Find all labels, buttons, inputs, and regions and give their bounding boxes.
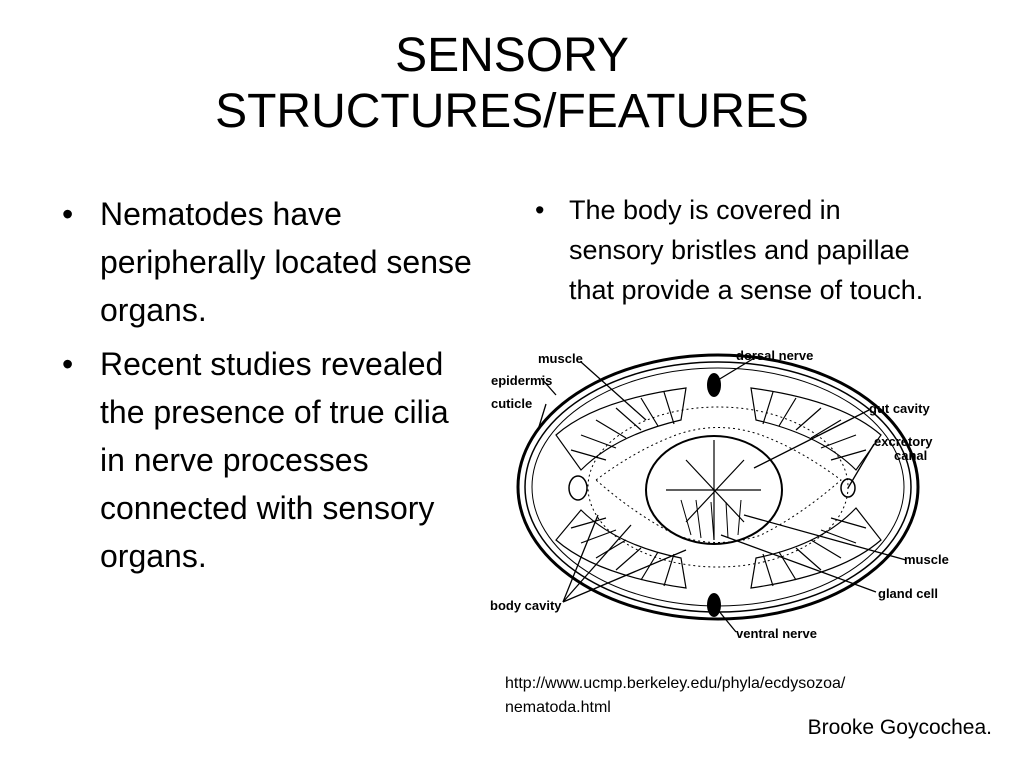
- label-muscle-right: muscle: [904, 552, 949, 567]
- source-url-line-2: nematoda.html: [505, 699, 611, 716]
- gut: [645, 435, 783, 545]
- label-muscle-top: muscle: [538, 351, 583, 366]
- bullet-item: Recent studies revealed the presence of …: [62, 340, 482, 580]
- right-bullet-list: The body is covered in sensory bristles …: [535, 190, 935, 310]
- label-ventral-nerve: ventral nerve: [736, 626, 817, 640]
- left-bullet-list: Nematodes have peripherally located sens…: [62, 190, 482, 586]
- author-credit: Brooke Goycochea.: [807, 716, 992, 739]
- title-line-2: STRUCTURES/FEATURES: [215, 85, 809, 138]
- slide-title: SENSORY STRUCTURES/FEATURES: [0, 28, 1024, 140]
- label-gland-cell: gland cell: [878, 586, 938, 601]
- leader-lines: [537, 356, 907, 633]
- nematode-cross-section-diagram: muscle dorsal nerve epidermis cuticle gu…: [490, 348, 949, 640]
- label-epidermis: epidermis: [491, 373, 552, 388]
- label-body-cavity: body cavity: [490, 598, 562, 613]
- bullet-item: The body is covered in sensory bristles …: [535, 190, 935, 310]
- label-dorsal-nerve: dorsal nerve: [736, 348, 813, 363]
- label-excretory: excretory: [874, 434, 933, 449]
- label-gut-cavity: gut cavity: [869, 401, 930, 416]
- source-url-line-1: http://www.ucmp.berkeley.edu/phyla/ecdys…: [505, 675, 846, 692]
- source-url[interactable]: http://www.ucmp.berkeley.edu/phyla/ecdys…: [505, 672, 965, 720]
- label-canal: canal: [894, 448, 927, 463]
- title-line-1: SENSORY: [395, 29, 629, 82]
- label-cuticle: cuticle: [491, 396, 532, 411]
- bullet-item: Nematodes have peripherally located sens…: [62, 190, 482, 334]
- nerve-cords: [568, 373, 856, 617]
